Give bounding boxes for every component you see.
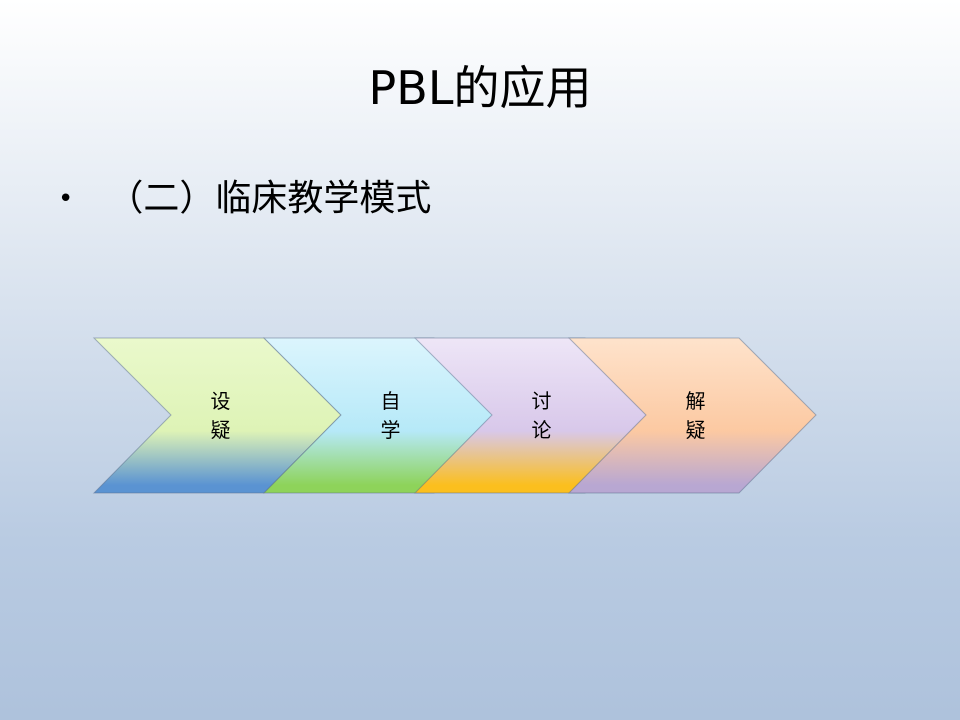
step-label: 论 <box>532 418 552 442</box>
step-label: 讨 <box>532 389 552 413</box>
step-label: 解 <box>686 389 706 413</box>
slide-title: PBL的应用 <box>368 61 592 115</box>
bullet-text: （二）临床教学模式 <box>107 178 432 219</box>
chevron-step-4 <box>567 337 817 494</box>
step-label: 疑 <box>686 418 706 442</box>
bullet-dot-icon: • <box>58 184 74 214</box>
step-label: 自 <box>381 389 401 413</box>
step-label: 疑 <box>211 418 231 442</box>
step-label: 学 <box>381 418 401 442</box>
bullet-item: • （二）临床教学模式 <box>58 175 431 223</box>
step-label: 设 <box>211 389 231 413</box>
